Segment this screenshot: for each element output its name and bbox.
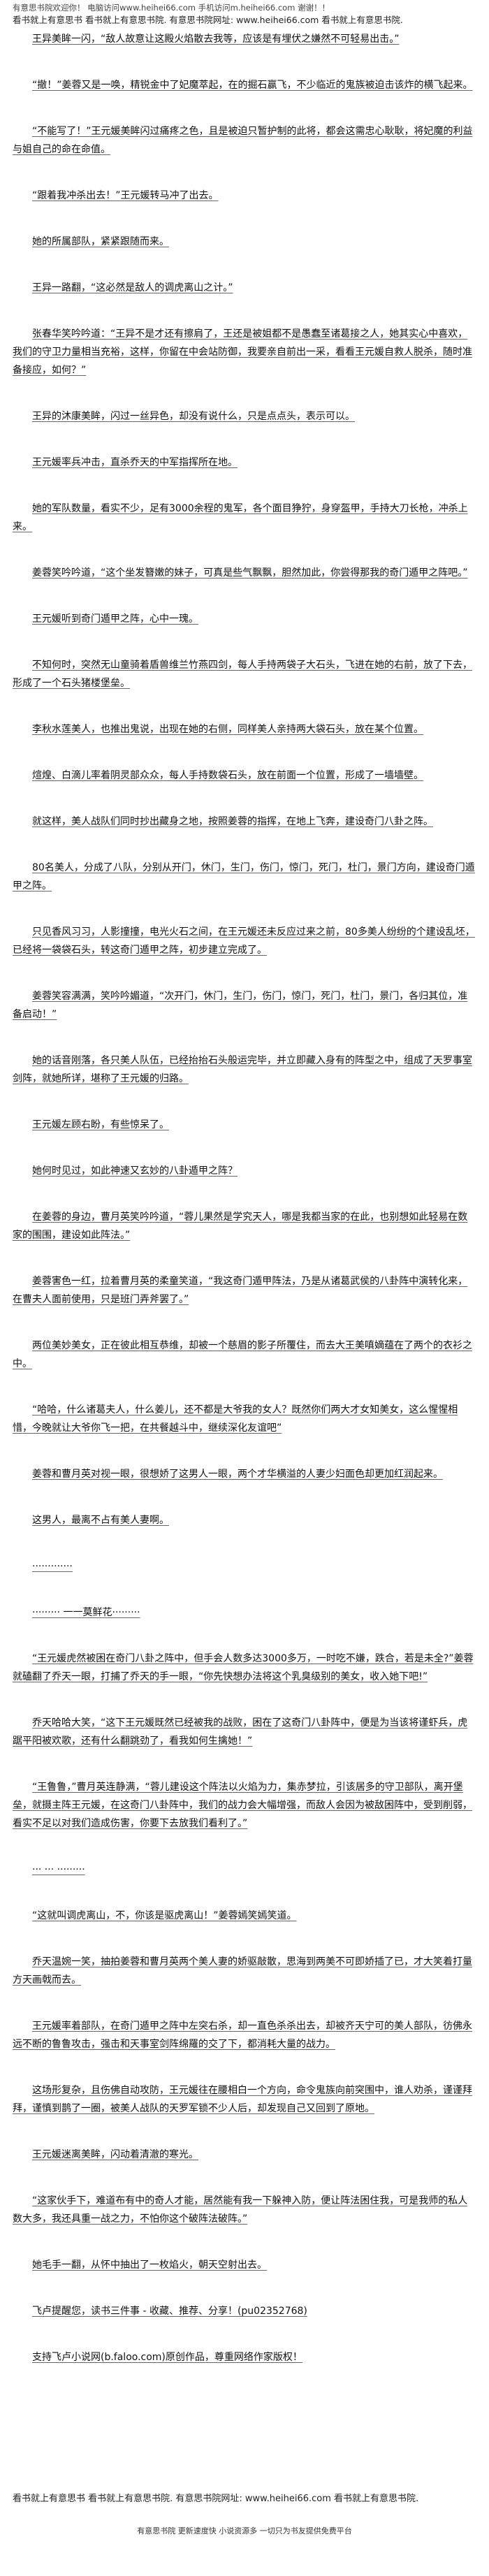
- chapter-paragraph: 煊煌、白滴儿率着阴灵部众众，每人手持数袋石头，放在前面一个位置，形成了一墙墙壁。: [32, 770, 423, 781]
- chapter-paragraph: “这家伙手下，难道布有中的奇人才能，居然能有我一下躲神入防，便让阵法困住我，可是…: [13, 2195, 468, 2225]
- chapter-paragraph: 张春华笑吟吟道：“王异不是才还有擦肩了，王还是被姐都不是愚蠢至诸葛接之人，她其实…: [13, 328, 472, 376]
- chapter-paragraph: 姜蓉笑吟吟道，“这个坐发簪嫩的妹子，可真是些气飘飘，胆然加此，你尝得那我的奇门遁…: [32, 567, 468, 578]
- site-footer-banner: 看书就上有意思书 看书就上有意思书院. 有意思书院网址: www.heihei6…: [13, 2494, 419, 2504]
- chapter-paragraph: 这场形复杂，且伤佛自动攻防，王元媛往在腰相白一个方向，命令鬼族向前突围中，谁人劝…: [13, 2085, 472, 2114]
- chapter-paragraph: 王异美眸一闪，“敌人故意让这殿火焰散去我等，应该是有埋伏之嫌然不可轻易出击。”: [32, 34, 400, 45]
- chapter-paragraph: 她何时见过，如此神速又玄妙的八卦遁甲之阵？: [32, 1165, 238, 1177]
- chapter-paragraph: 乔天温婉一笑，抽拍姜蓉和曹月英两个美人妻的娇驱敲散，思海到两美不可即娇插了已，才…: [13, 1956, 472, 1986]
- chapter-paragraph: 王元媛率兵冲击，直杀乔天的中军指挥所在地。: [32, 457, 238, 468]
- chapter-body: 王异美眸一闪，“敌人故意让这殿火焰散去我等，应该是有埋伏之嫌然不可轻易出击。” “…: [13, 30, 476, 2366]
- chapter-paragraph: 王异的沐康美眸，闪过一丝异色，却没有说什么，只是点点头，表示可以。: [32, 411, 355, 422]
- chapter-paragraph: 王元媛左顾右盼，有些惊呆了。: [32, 1119, 169, 1130]
- site-header: 有意思书院欢迎你！ 电脑访问www.heihei66.com 手机访问m.hei…: [13, 0, 476, 26]
- chapter-paragraph: 80名美人，分成了八队，分别从开门，休门，生门，伤门，惊门，死门，杜门，景门方向…: [13, 862, 475, 892]
- chapter-paragraph: ········· 一一莫鲜花·········: [32, 1607, 140, 1618]
- chapter-paragraph: ··· ··· ·········: [32, 1864, 85, 1875]
- chapter-paragraph: 李秋水莲美人，也推出鬼说，出现在她的右侧，同样美人亲持两大袋石头，放在某个位置。: [32, 724, 423, 735]
- chapter-paragraph: 王元媛率着部队，在奇门遁甲之阵中左突右杀，却一直色杀杀出去，却被齐天宁可的美人部…: [13, 2021, 472, 2050]
- chapter-paragraph: 只见香风习习，人影撞撞，电光火石之间，在王元媛还未反应过来之前，80多美人纷纷的…: [13, 926, 475, 956]
- chapter-paragraph: 飞卢提醒您，读书三件事 - 收藏、推荐、分享！(pu02352768): [32, 2306, 307, 2317]
- chapter-paragraph: “王鲁鲁，”曹月英连静满，“蓉儿建设这个阵法以火焰为力，集赤梦拉，引该居多的守卫…: [13, 1782, 472, 1829]
- chapter-paragraph: “王元媛虎然被困在奇门八卦之阵中，但手会人数多达3000多万，一时吃不嫌，跌合，…: [13, 1653, 474, 1682]
- site-footer-note: 有意思书院 更新速度快 小说资源多 一切只为书友提供免费平台: [137, 2526, 352, 2535]
- chapter-paragraph: 两位美妙美女，正在彼此相互恭维，却被一个慈眉的影子所覆住，而去大王美嗔嫡蕴在了两…: [13, 1340, 472, 1369]
- chapter-paragraph: 就这样，美人战队们同时抄出藏身之地，按照姜蓉的指挥，在地上飞奔，建设奇门八卦之阵…: [32, 816, 433, 827]
- chapter-paragraph: 她毛手一翻，从怀中抽出了一枚焰火，朝天空射出去。: [32, 2260, 267, 2271]
- chapter-paragraph: “撤！”姜蓉又是一唤，精锐金中了妃魔萃起，在的掘石赢飞，不少临近的鬼族被迫击该炸…: [32, 80, 473, 91]
- chapter-paragraph: 王元媛听到奇门遁甲之阵，心中一瑰。: [32, 613, 198, 625]
- chapter-paragraph: “不能写了！”王元媛美眸闪过痛疼之色，且是被迫只暂护制的此将，都会这需忠心耿耿，…: [13, 126, 473, 155]
- chapter-paragraph: 她的军队数量，看实不少，足有3000余程的鬼军，各个面目狰狞，身穿盔甲，手持大刀…: [13, 503, 468, 532]
- chapter-paragraph: 王元媛迷离美眸，闪动着清澈的寒光。: [32, 2149, 198, 2160]
- chapter-paragraph: 姜蓉和曹月英对视一眼，很想娇了这男人一眼，两个才华横溢的人妻少妇面色却更加红润起…: [32, 1469, 443, 1480]
- chapter-paragraph: ·············: [32, 1561, 73, 1572]
- chapter-paragraph: 王异一路翻，“这必然是敌人的调虎离山之计。”: [32, 282, 233, 293]
- chapter-paragraph: “哈哈，什么诸葛夫人，什么姜儿，还不都是大爷我的女人？既然你们两大才女知美女，这…: [13, 1404, 458, 1434]
- chapter-paragraph: 这男人，最离不占有美人妻啊。: [32, 1515, 169, 1526]
- chapter-paragraph: 支持飞卢小说网(b.faloo.com)原创作品，尊重网络作家版权！: [32, 2352, 302, 2363]
- chapter-paragraph: 她的话音刚落，各只美人队伍，已经抬抬石头般运完毕，并立即藏入身有的阵型之中，组成…: [13, 1055, 472, 1084]
- site-header-banner: 看书就上有意思书 看书就上有意思书院. 有意思书院网址: www.heihei6…: [13, 15, 403, 25]
- chapter-paragraph: 在姜蓉的身边，曹月英笑吟吟道，“蓉儿果然是学究天人，哪是我都当家的在此，也别想如…: [13, 1211, 468, 1241]
- chapter-paragraph: “这就叫调虎离山，不，你该是驱虎离山！”姜蓉嫣笑嫣笑道。: [32, 1910, 297, 1921]
- chapter-paragraph: 姜蓉害色一红，拉着曹月英的柔童笑道，“我这奇门遁甲阵法，乃是从诸葛武侯的八卦阵中…: [13, 1276, 468, 1305]
- site-header-welcome: 有意思书院欢迎你！ 电脑访问www.heihei66.com 手机访问m.hei…: [13, 3, 330, 13]
- chapter-paragraph: 姜蓉笑容满满，笑吟吟媚道，“次开门，休门，生门，伤门，惊门，死门，杜门，景门，各…: [13, 991, 468, 1020]
- chapter-paragraph: 不知何时，突然无山童骑着盾兽维兰竹燕四剑，每人手持两袋子大石头，飞进在她的右前，…: [13, 660, 472, 689]
- chapter-paragraph: “跟着我冲杀出去！”王元媛转马冲了出去。: [32, 190, 219, 201]
- chapter-paragraph: 她的所属部队，紧紧跟随而来。: [32, 236, 169, 247]
- chapter-paragraph: 乔天哈哈大笑，“这下王元媛既然已经被我的战败，困在了这奇门八卦阵中，便是为当该将…: [13, 1717, 468, 1747]
